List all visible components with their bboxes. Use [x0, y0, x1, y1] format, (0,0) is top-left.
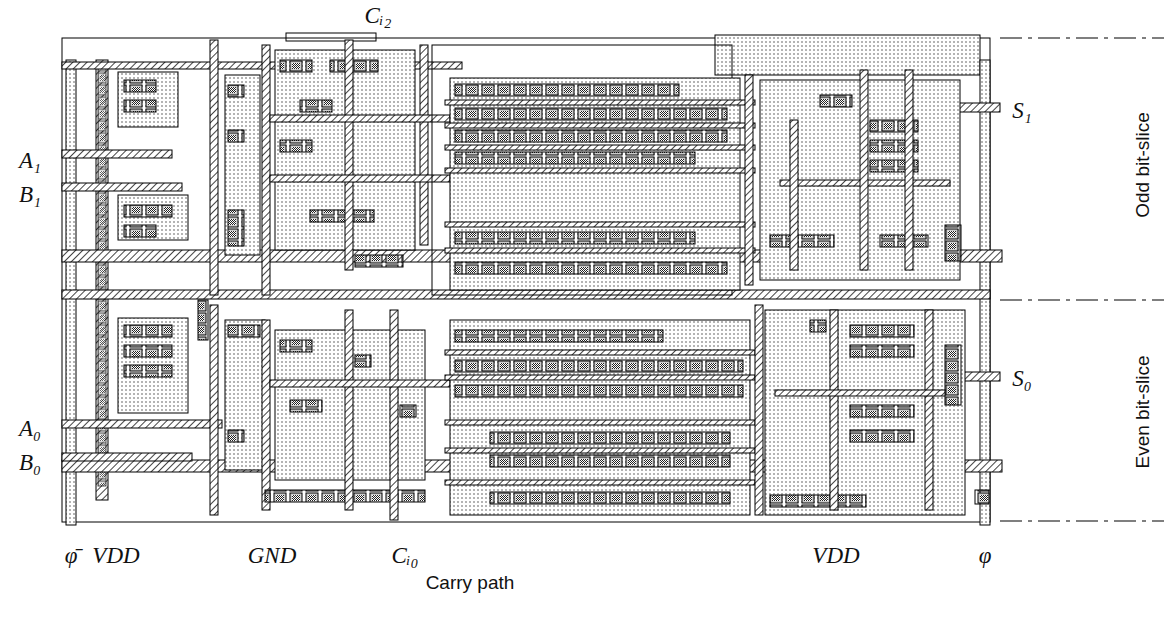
signal-label: VDD — [92, 544, 139, 567]
signal-label: B₀ — [19, 451, 41, 474]
signal-label: A₀ — [19, 417, 41, 440]
signal-label: φ̄ — [65, 544, 78, 567]
signal-label: A₁ — [19, 149, 41, 172]
signal-label: Cᵢ₀ — [392, 544, 419, 567]
signal-label: GND — [248, 544, 297, 567]
caption-label: Carry path — [426, 573, 515, 592]
signal-label: S₀ — [1012, 367, 1032, 390]
signal-label: Cᵢ₂ — [365, 4, 392, 27]
signal-label: VDD — [812, 544, 859, 567]
signal-label: φ — [979, 544, 992, 567]
signal-label: S₁ — [1012, 99, 1032, 122]
slice-label: Odd bit-slice — [1133, 112, 1152, 218]
signal-label: B₁ — [19, 183, 41, 206]
slice-label: Even bit-slice — [1133, 356, 1152, 469]
